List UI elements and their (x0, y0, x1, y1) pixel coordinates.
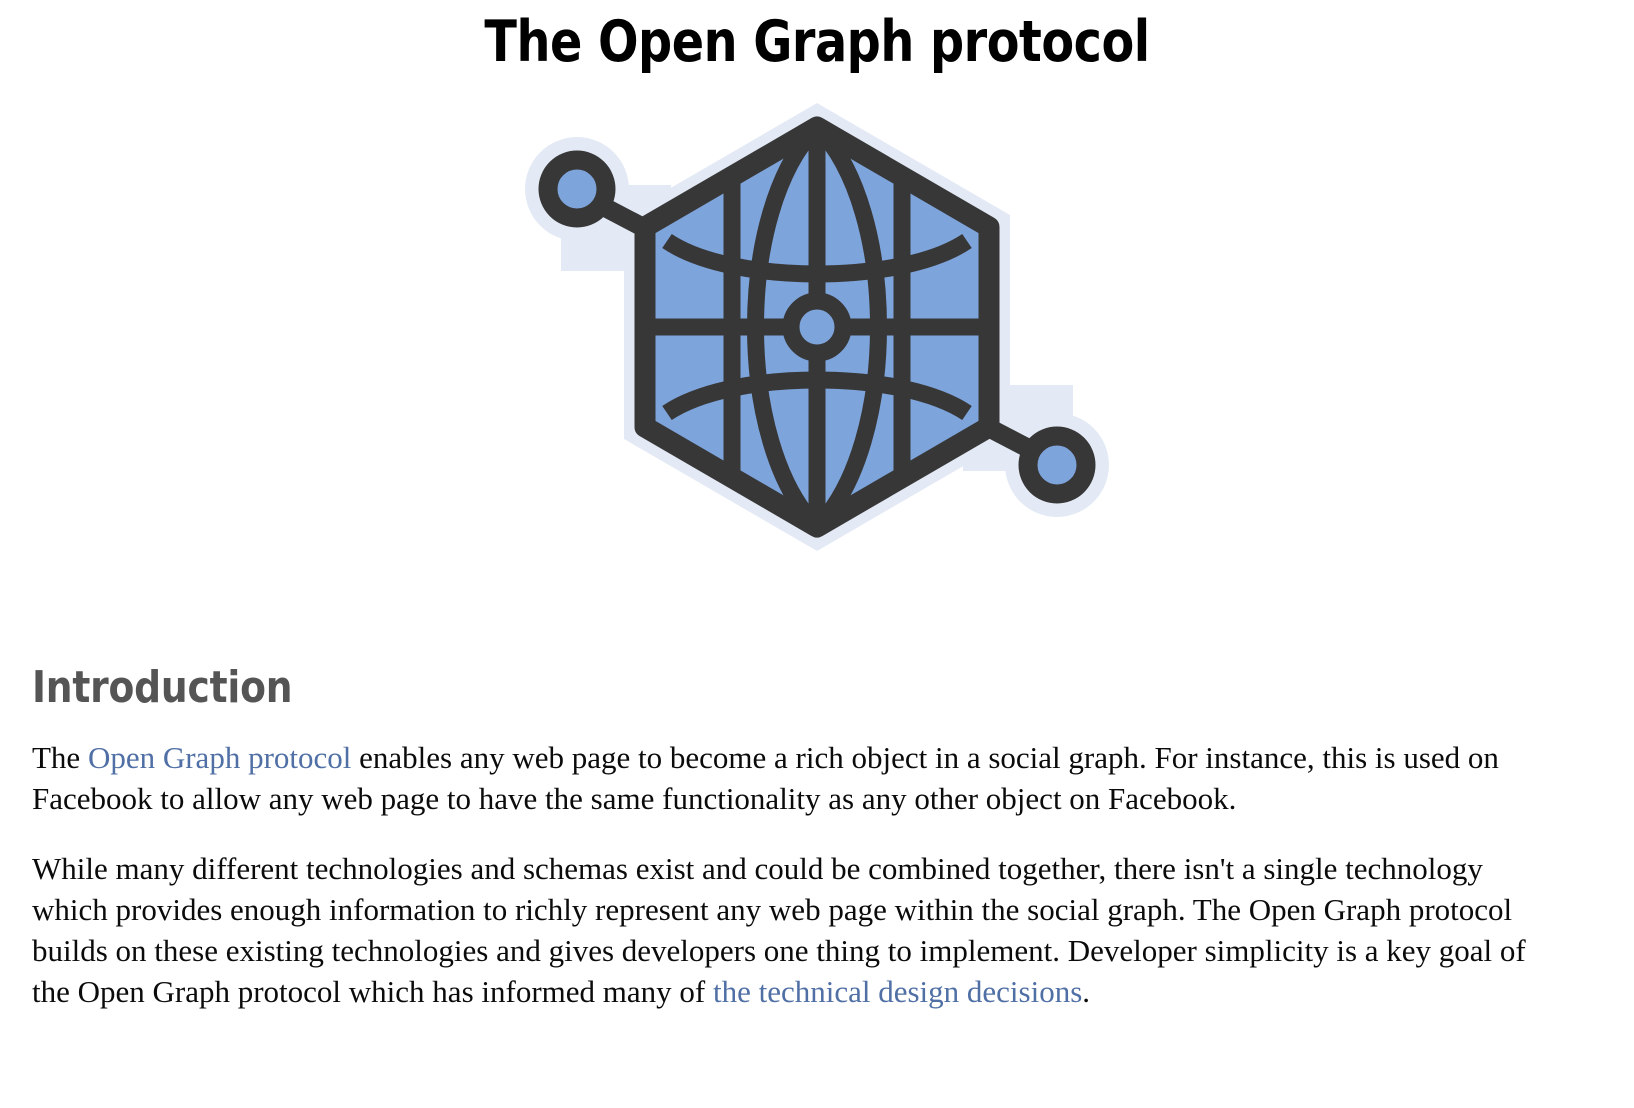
open-graph-logo-svg (525, 103, 1109, 551)
link-open-graph-protocol[interactable]: Open Graph protocol (87, 740, 352, 776)
paragraph-2-text-before-link: While many different technologies and sc… (32, 851, 1526, 1010)
hexagon-outline (634, 116, 1000, 538)
paragraph-intro-1: The Open Graph protocol enables any web … (32, 711, 1532, 819)
globe-meridian-left (747, 127, 824, 527)
link-technical-design-decisions[interactable]: the technical design decisions (712, 974, 1083, 1010)
paragraph-2-text-after-link: . (1082, 974, 1091, 1010)
node-topleft-icon (538, 150, 616, 228)
paragraph-1-text-after-link: enables any web page to become a rich ob… (32, 740, 1499, 817)
node-bottomright-icon (1018, 426, 1096, 504)
paragraph-intro-2: While many different technologies and sc… (32, 819, 1532, 1012)
page-title: The Open Graph protocol (484, 9, 1150, 75)
center-node-icon (782, 292, 852, 362)
section-heading-introduction: Introduction (32, 662, 293, 713)
globe-meridian-right (810, 127, 887, 527)
open-graph-logo (32, 89, 1602, 579)
paragraph-1-text-before-link: The (32, 740, 88, 776)
page-root: The Open Graph protocol (32, 9, 1602, 1012)
